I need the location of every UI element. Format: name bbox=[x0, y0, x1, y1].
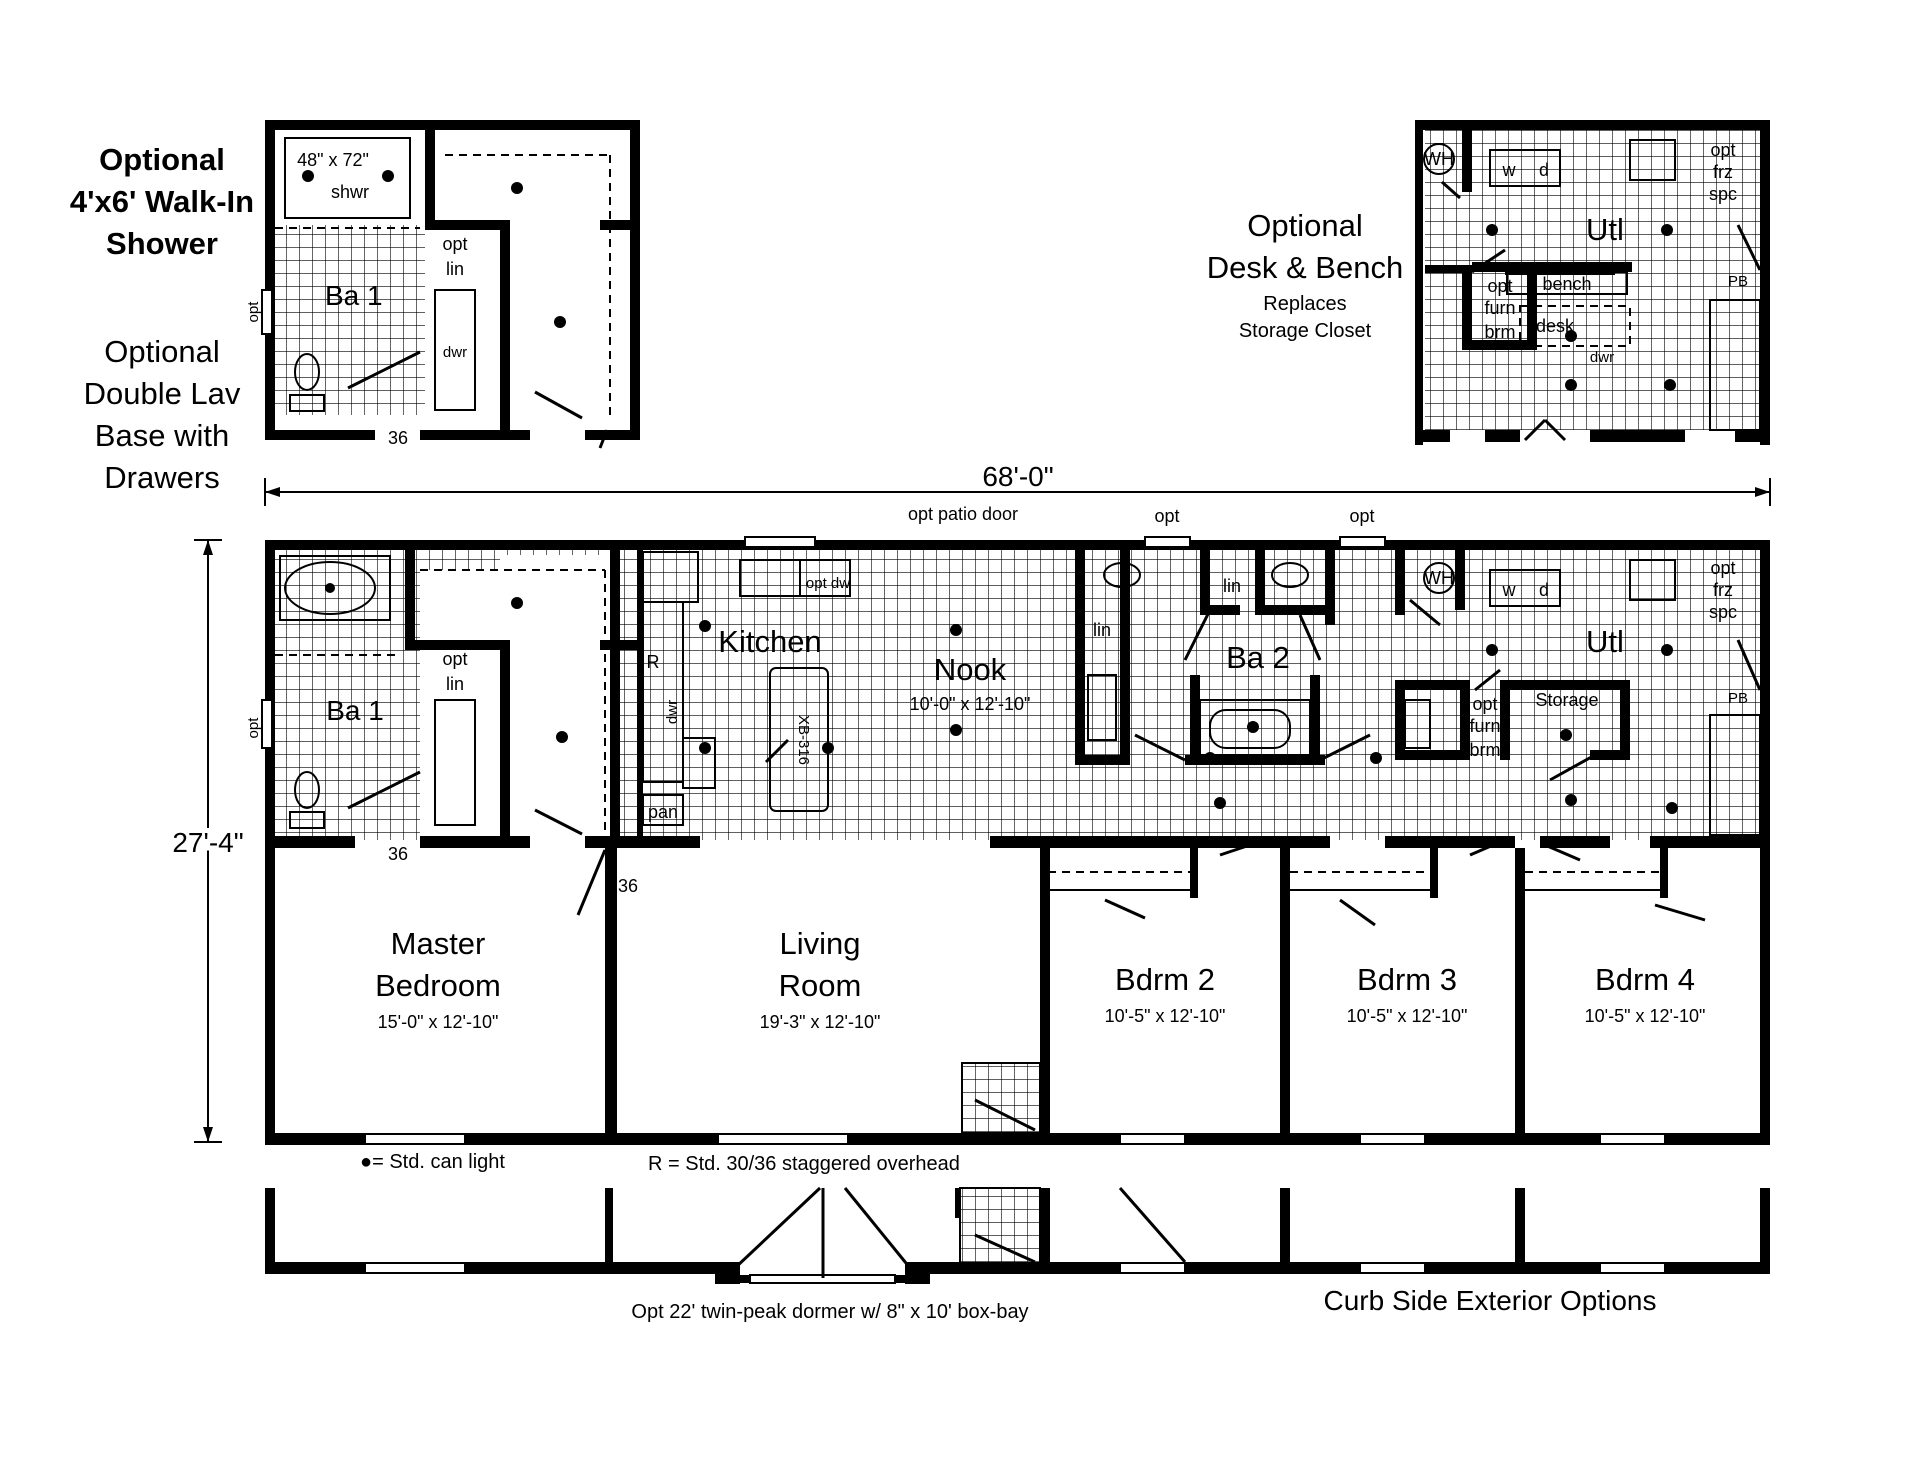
opt-furn-label: opt bbox=[1472, 694, 1497, 714]
desk-bench-title-1: Optional bbox=[1247, 208, 1362, 243]
master-bedroom-label-2: Bedroom bbox=[375, 968, 501, 1003]
shower-label: shwr bbox=[331, 182, 369, 202]
storage-label: Storage bbox=[1535, 690, 1598, 710]
utl-label: Utl bbox=[1586, 624, 1624, 659]
living-room-label-1: Living bbox=[780, 926, 861, 961]
walk-in-shower-title-3: Shower bbox=[106, 226, 218, 261]
master-bedroom-size: 15'-0" x 12'-10" bbox=[378, 1012, 499, 1032]
bdrm4-label: Bdrm 4 bbox=[1595, 962, 1695, 997]
opt-dw-label: opt dw bbox=[806, 575, 850, 592]
opt-window-label-2: opt bbox=[1349, 506, 1374, 526]
opt-frz-label: opt bbox=[1710, 558, 1735, 578]
walk-in-shower-title-1: Optional bbox=[99, 142, 225, 177]
opt-linen-label: opt bbox=[442, 649, 467, 669]
pantry-label: pan bbox=[648, 802, 678, 822]
hall-linen-label: lin bbox=[1093, 620, 1111, 640]
desk-label: desk bbox=[1536, 316, 1575, 336]
brm-label: brm bbox=[1470, 740, 1501, 760]
bdrm3-size: 10'-5" x 12'-10" bbox=[1347, 1006, 1468, 1026]
range-label: R bbox=[647, 652, 660, 672]
inset-ba1-label: Ba 1 bbox=[325, 280, 383, 311]
bench-label: bench bbox=[1542, 274, 1591, 294]
desk-bench-sub-2: Storage Closet bbox=[1239, 320, 1372, 342]
wh-label: WH bbox=[1424, 568, 1454, 588]
inset-pb-label: PB bbox=[1728, 273, 1748, 290]
inset-drawer-label: dwr bbox=[443, 344, 467, 361]
desk-bench-sub-1: Replaces bbox=[1263, 293, 1346, 315]
inset-opt-window-label: opt bbox=[245, 301, 262, 323]
master-bedroom-label-1: Master bbox=[391, 926, 486, 961]
kitchen-label: Kitchen bbox=[718, 624, 821, 659]
curb-side-title: Curb Side Exterior Options bbox=[1323, 1285, 1656, 1316]
double-lav-title-3: Base with bbox=[95, 418, 229, 453]
overall-depth-dimension: 27'-4" bbox=[167, 539, 249, 1143]
double-lav-title-1: Optional bbox=[104, 334, 219, 369]
inset-dryer-label: d bbox=[1539, 160, 1549, 180]
ba1-door-36-label: 36 bbox=[388, 844, 408, 864]
ba2-label: Ba 2 bbox=[1226, 640, 1290, 675]
island-label: XB-316 bbox=[795, 715, 812, 765]
inset-linen-label: lin bbox=[446, 259, 464, 279]
bdrm2-label: Bdrm 2 bbox=[1115, 962, 1215, 997]
opt-window-label-1: opt bbox=[1154, 506, 1179, 526]
inset-dwr-label: dwr bbox=[1590, 349, 1614, 366]
inset-spc-label: spc bbox=[1709, 184, 1737, 204]
walk-in-shower-title-2: 4'x6' Walk-In bbox=[70, 184, 254, 219]
overall-depth-label: 27'-4" bbox=[172, 827, 243, 858]
ba1-opt-window-label: opt bbox=[245, 717, 262, 739]
linen-label: lin bbox=[446, 674, 464, 694]
dormer-note: Opt 22' twin-peak dormer w/ 8" x 10' box… bbox=[631, 1301, 1028, 1323]
curb-side-exterior: Opt 22' twin-peak dormer w/ 8" x 10' box… bbox=[265, 1186, 1770, 1323]
shower-size-label: 48" x 72" bbox=[297, 150, 369, 170]
inset-opt-frz-label: opt bbox=[1710, 140, 1735, 160]
dishwasher-drawer-label: dwr bbox=[664, 700, 681, 724]
nook-label: Nook bbox=[934, 652, 1007, 687]
spc-label: spc bbox=[1709, 602, 1737, 622]
dryer-label: d bbox=[1539, 580, 1549, 600]
pb-label: PB bbox=[1728, 690, 1748, 707]
overhead-note: R = Std. 30/36 staggered overhead bbox=[648, 1153, 960, 1175]
inset-frz-label: frz bbox=[1713, 162, 1733, 182]
ba2-linen-label: lin bbox=[1223, 576, 1241, 596]
double-lav-title-2: Double Lav bbox=[84, 376, 241, 411]
inset-door-36-label: 36 bbox=[388, 428, 408, 448]
inset-washer-label: w bbox=[1502, 160, 1517, 180]
washer-label: w bbox=[1502, 580, 1517, 600]
inset-furn-label: furn bbox=[1484, 298, 1515, 318]
overall-width-label: 68'-0" bbox=[982, 461, 1053, 492]
living-room-label-2: Room bbox=[779, 968, 862, 1003]
furn-label: furn bbox=[1469, 716, 1500, 736]
bdrm3-label: Bdrm 3 bbox=[1357, 962, 1457, 997]
inset-opt-furn-label: opt bbox=[1487, 276, 1512, 296]
opt-patio-door-label: opt patio door bbox=[908, 504, 1018, 524]
inset-shower-option: Ba 1 48" x 72" shwr opt lin dwr 36 opt bbox=[245, 120, 640, 449]
main-floor-plan: Ba 1 opt lin opt 36 36 Kitchen R dwr pan… bbox=[245, 504, 1770, 1145]
inset-utl-label: Utl bbox=[1586, 212, 1624, 247]
bdrm2-size: 10'-5" x 12'-10" bbox=[1105, 1006, 1226, 1026]
bdrm4-size: 10'-5" x 12'-10" bbox=[1585, 1006, 1706, 1026]
desk-bench-title-2: Desk & Bench bbox=[1207, 250, 1403, 285]
inset-opt-linen-label: opt bbox=[442, 234, 467, 254]
frz-label: frz bbox=[1713, 580, 1733, 600]
double-lav-title-4: Drawers bbox=[104, 460, 219, 495]
living-room-size: 19'-3" x 12'-10" bbox=[760, 1012, 881, 1032]
inset-brm-label: brm bbox=[1485, 322, 1516, 342]
can-light-note: ●= Std. can light bbox=[360, 1151, 505, 1173]
inset-desk-option: WH w d opt frz spc PB Utl opt furn brm b… bbox=[1415, 120, 1770, 445]
master-door-36-label: 36 bbox=[618, 876, 638, 896]
ba1-label: Ba 1 bbox=[326, 695, 384, 726]
nook-size-label: 10'-0" x 12'-10" bbox=[910, 694, 1031, 714]
overall-width-dimension: 68'-0" bbox=[264, 461, 1771, 506]
inset-wh-label: WH bbox=[1424, 149, 1454, 169]
